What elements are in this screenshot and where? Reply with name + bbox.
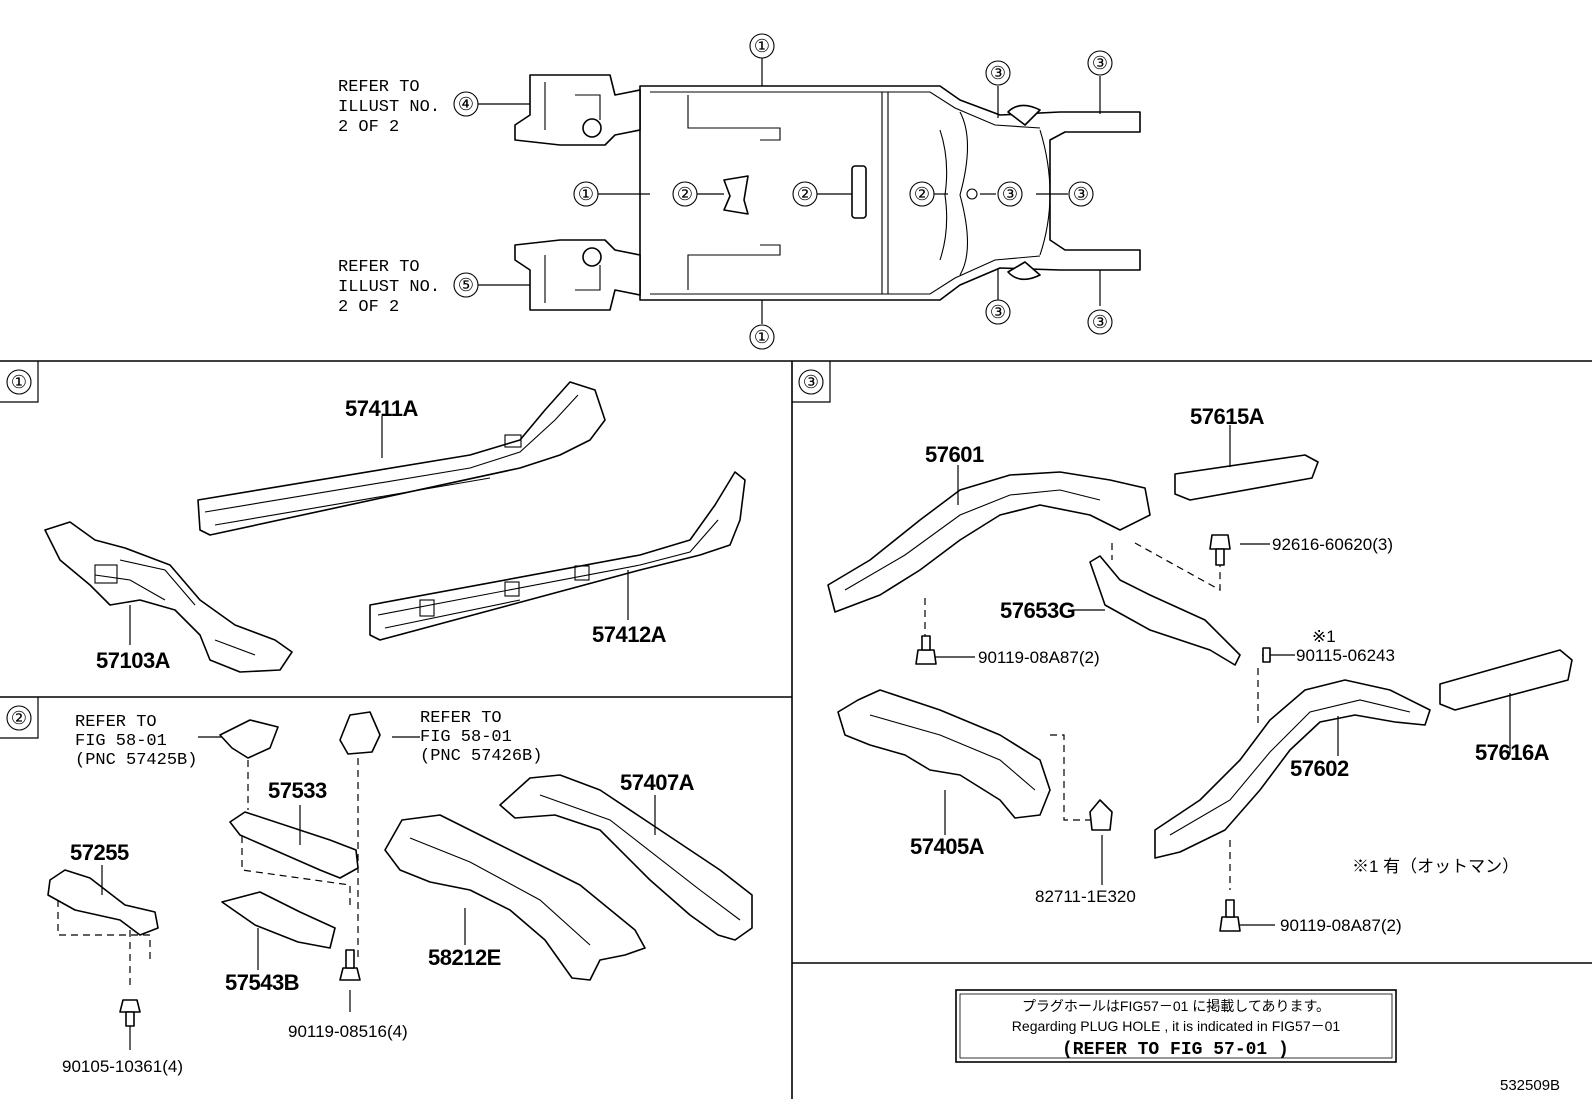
svg-text:ILLUST NO.: ILLUST NO. xyxy=(338,278,440,297)
overview-markers: ① ① ① ② ② ② ③ ③ ③ ③ ③ ③ ④ ⑤ xyxy=(453,33,1113,350)
marker-4: ④ xyxy=(453,91,479,117)
svg-text:REFER TO: REFER TO xyxy=(338,258,420,277)
marker-3-top-b: ③ xyxy=(1087,50,1113,76)
bolt-label-90115-06243: 90115-06243 xyxy=(1296,646,1395,665)
figure-id: 532509B xyxy=(1500,1077,1560,1094)
svg-text:ILLUST NO.: ILLUST NO. xyxy=(338,98,440,117)
svg-text:④: ④ xyxy=(458,94,474,114)
svg-text:②: ② xyxy=(677,184,693,204)
svg-text:(PNC 57425B): (PNC 57425B) xyxy=(75,751,197,770)
marker-1-left: ① xyxy=(573,181,599,207)
part-label-57602: 57602 xyxy=(1290,756,1349,781)
svg-text:FIG 58-01: FIG 58-01 xyxy=(420,728,512,747)
section-3-bolts-drawing xyxy=(915,534,1271,932)
part-57411A-drawing xyxy=(197,381,606,536)
svg-text:①: ① xyxy=(754,327,770,347)
bolt-label-90105-10361: 90105-10361(4) xyxy=(62,1057,183,1076)
section-2-drawings xyxy=(47,711,753,981)
overview-leaders xyxy=(478,58,1101,324)
overview-frame-drawing xyxy=(514,74,1141,311)
part-label-57616A: 57616A xyxy=(1475,740,1550,765)
svg-text:②: ② xyxy=(797,184,813,204)
section-borders xyxy=(0,360,1592,1099)
bolt-label-90119-08516: 90119-08516(4) xyxy=(288,1022,408,1041)
marker-2-a: ② xyxy=(672,181,698,207)
svg-text:②: ② xyxy=(914,184,930,204)
part-label-57543B: 57543B xyxy=(225,970,299,995)
bolt-label-90119-08A87-b: 90119-08A87(2) xyxy=(1280,916,1402,935)
notice-box: プラグホールはFIG57－01 に掲載してあります。 Regarding PLU… xyxy=(955,989,1397,1063)
refer-illust-bottom: REFER TO ILLUST NO. 2 OF 2 xyxy=(338,258,440,317)
marker-2-c: ② xyxy=(909,181,935,207)
refer-illust-top: REFER TO ILLUST NO. 2 OF 2 xyxy=(338,78,440,137)
svg-text:③: ③ xyxy=(1092,53,1108,73)
bolt-label-92616-60620: 92616-60620(3) xyxy=(1272,535,1393,554)
svg-text:REFER TO: REFER TO xyxy=(338,78,420,97)
section-3-marker: ③ xyxy=(798,369,824,395)
note-marker-1: ※1 xyxy=(1312,627,1336,646)
marker-3-mid-a: ③ xyxy=(997,181,1023,207)
part-label-58212E: 58212E xyxy=(428,945,501,970)
part-label-57653G: 57653G xyxy=(1000,598,1075,623)
svg-text:(PNC 57426B): (PNC 57426B) xyxy=(420,747,542,766)
marker-5: ⑤ xyxy=(453,272,479,298)
part-label-57103A: 57103A xyxy=(96,648,171,673)
marker-3-bot-b: ③ xyxy=(1087,309,1113,335)
part-label-57533: 57533 xyxy=(268,778,327,803)
svg-text:FIG 58-01: FIG 58-01 xyxy=(75,732,167,751)
part-57412A-drawing xyxy=(369,471,746,641)
svg-text:③: ③ xyxy=(1002,184,1018,204)
svg-text:REFER TO: REFER TO xyxy=(420,709,502,728)
svg-text:③: ③ xyxy=(803,372,819,392)
svg-text:①: ① xyxy=(578,184,594,204)
section-1-marker: ① xyxy=(6,369,32,395)
svg-text:③: ③ xyxy=(1092,312,1108,332)
svg-text:2 OF 2: 2 OF 2 xyxy=(338,298,399,317)
marker-3-top-a: ③ xyxy=(985,60,1011,86)
svg-text:①: ① xyxy=(11,372,27,392)
part-label-57412A: 57412A xyxy=(592,622,667,647)
part-label-57601: 57601 xyxy=(925,442,984,467)
part-label-57407A: 57407A xyxy=(620,770,695,795)
marker-1-bottom: ① xyxy=(749,324,775,350)
marker-3-bot-a: ③ xyxy=(985,299,1011,325)
section-2-marker: ② xyxy=(6,705,32,731)
svg-text:③: ③ xyxy=(990,302,1006,322)
svg-text:REFER TO: REFER TO xyxy=(75,713,157,732)
notice-line-en: Regarding PLUG HOLE , it is indicated in… xyxy=(1012,1018,1341,1034)
bolt-label-90119-08A87-a: 90119-08A87(2) xyxy=(978,648,1100,667)
part-label-57615A: 57615A xyxy=(1190,404,1265,429)
refer-fig-left: REFER TO FIG 58-01 (PNC 57425B) xyxy=(75,713,197,770)
marker-3-mid-b: ③ xyxy=(1068,181,1094,207)
bolt-label-82711-1E320: 82711-1E320 xyxy=(1035,887,1136,906)
section-2-bolts-drawing xyxy=(119,949,361,1027)
svg-text:2 OF 2: 2 OF 2 xyxy=(338,118,399,137)
refer-fig-right: REFER TO FIG 58-01 (PNC 57426B) xyxy=(420,709,542,766)
section-3-drawings xyxy=(827,454,1573,859)
part-label-57255: 57255 xyxy=(70,840,129,865)
section-1-leaders xyxy=(129,416,629,645)
svg-text:①: ① xyxy=(754,36,770,56)
svg-text:②: ② xyxy=(11,708,27,728)
marker-1-top: ① xyxy=(749,33,775,59)
svg-text:⑤: ⑤ xyxy=(458,275,474,295)
svg-text:③: ③ xyxy=(990,63,1006,83)
marker-2-b: ② xyxy=(792,181,818,207)
part-label-57411A: 57411A xyxy=(345,396,418,421)
part-57103A-drawing xyxy=(44,521,293,673)
note-text-ottoman: ※1 有（オットマン） xyxy=(1352,857,1519,876)
part-label-57405A: 57405A xyxy=(910,834,985,859)
section-2-leaders xyxy=(57,736,656,1050)
notice-line-jp: プラグホールはFIG57－01 に掲載してあります。 xyxy=(1022,998,1330,1014)
notice-refer: (REFER TO FIG 57-01 ) xyxy=(1062,1040,1289,1060)
svg-text:③: ③ xyxy=(1073,184,1089,204)
